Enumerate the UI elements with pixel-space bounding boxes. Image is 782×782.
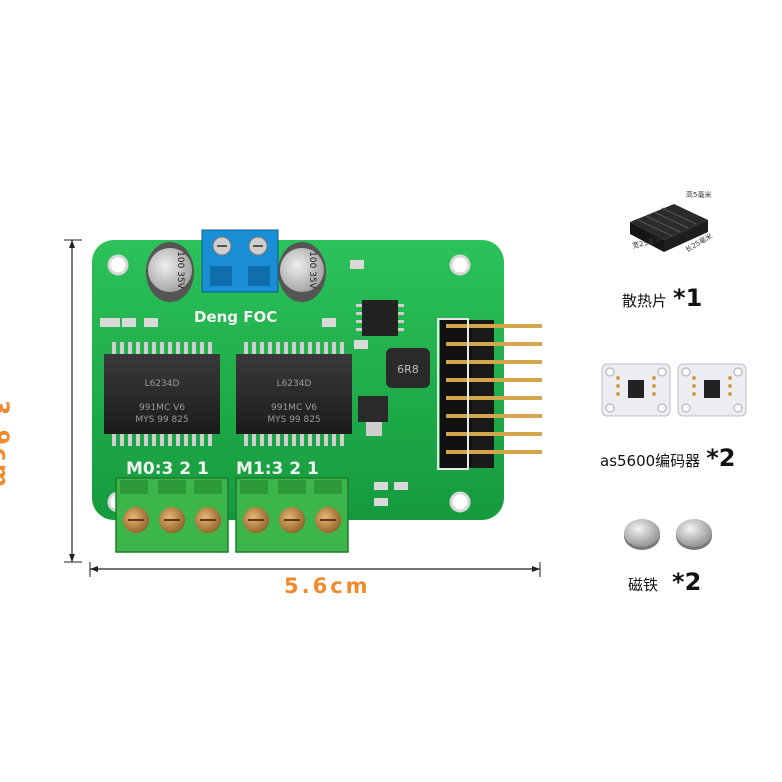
svg-text:MYS 99 825: MYS 99 825	[135, 415, 188, 425]
driver-chip-right: L6234D 991MC V6 MYS 99 825	[236, 342, 352, 446]
svg-text:6R8: 6R8	[397, 363, 419, 376]
svg-text:100 35V: 100 35V	[175, 251, 185, 289]
svg-text:L6234D: L6234D	[145, 379, 180, 389]
svg-text:991MC V6: 991MC V6	[139, 403, 185, 413]
heatsink-name: 散热片	[622, 292, 668, 310]
capacitor-right: 100 35V	[278, 242, 326, 302]
svg-text:M1:3 2 1: M1:3 2 1	[236, 459, 319, 479]
motor-terminal-left	[115, 477, 229, 553]
magnets-image	[624, 519, 712, 550]
foc-driver-board: 100 35V 100 35V Deng FOC L6234D 991MC V6…	[92, 229, 542, 553]
heatsink-image	[630, 204, 708, 252]
magnet-name: 磁铁	[628, 576, 659, 594]
svg-text:991MC V6: 991MC V6	[271, 403, 317, 413]
pin-header	[437, 318, 542, 470]
width-dimension-line	[89, 562, 541, 577]
heatsink-qty-num: 1	[685, 284, 703, 312]
svg-text:M0:3 2 1: M0:3 2 1	[126, 459, 209, 479]
encoder-qty-star: *	[706, 444, 719, 472]
encoder-qty-num: 2	[718, 444, 736, 472]
svg-text:100 35V: 100 35V	[307, 251, 317, 289]
svg-text:MYS 99 825: MYS 99 825	[267, 415, 320, 425]
encoder-boards-image	[601, 363, 747, 417]
heatsink-qty-star: *	[673, 284, 686, 312]
magnet-qty: 磁铁 *2	[628, 568, 701, 596]
heatsink-qty: 散热片 *1	[622, 284, 702, 312]
width-label: 5.6cm	[284, 574, 371, 598]
svg-text:L6234D: L6234D	[277, 379, 312, 389]
encoder-qty: as5600编码器 *2	[600, 444, 735, 472]
height-dimension-line	[64, 239, 82, 563]
magnet-qty-num: 2	[684, 568, 702, 596]
motor-terminal-right	[235, 477, 349, 553]
inductor: 6R8	[386, 348, 430, 388]
driver-chip-left: L6234D 991MC V6 MYS 99 825	[104, 342, 220, 446]
svg-text:Deng FOC: Deng FOC	[194, 308, 277, 326]
power-terminal	[201, 229, 279, 293]
capacitor-left: 100 35V	[146, 242, 194, 302]
magnet-qty-star: *	[672, 568, 685, 596]
encoder-name: as5600编码器	[600, 452, 701, 470]
height-label: 3.9cm	[0, 400, 12, 490]
heatsink-height-note: 高5毫米	[686, 191, 712, 199]
